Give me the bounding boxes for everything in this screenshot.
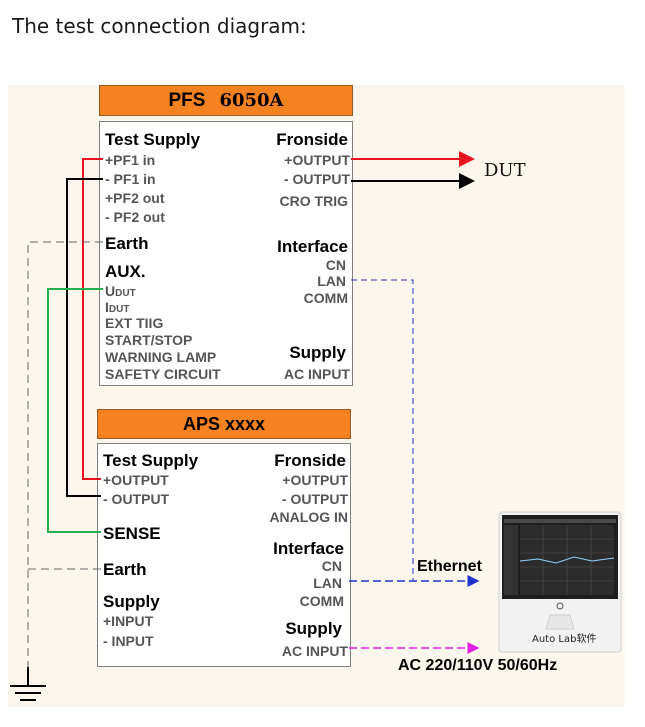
- aps-test-supply-title: Test Supply: [103, 451, 199, 470]
- aps-analog-in: ANALOG IN: [269, 509, 348, 525]
- pfs-output-minus: - OUTPUT: [283, 171, 350, 187]
- pfs-warning-lamp-label: WARNING LAMP: [105, 349, 217, 365]
- pfs-safety-circuit-label: SAFETY CIRCUIT: [105, 366, 221, 382]
- pfs-aux-label: AUX.: [105, 262, 146, 281]
- pfs-panel: Test Supply +PF1 in - PF1 in +PF2 out - …: [99, 121, 353, 386]
- pfs-cn-port: CN: [325, 257, 346, 273]
- pc-monitor: Auto Lab软件: [498, 511, 622, 653]
- pfs-ext-trig-label: EXT TIIG: [105, 315, 164, 331]
- ac-power-label: AC 220/110V 50/60Hz: [398, 657, 558, 674]
- ethernet-label: Ethernet: [417, 558, 482, 575]
- page-heading: The test connection diagram:: [12, 14, 307, 38]
- aps-earth-label: Earth: [103, 560, 147, 579]
- aps-input-plus: +INPUT: [103, 613, 154, 629]
- pfs-pf2-out-plus: +PF2 out: [105, 190, 165, 206]
- pfs-cro-trig: CRO TRIG: [279, 193, 348, 209]
- pfs-udut-label: UDUT: [105, 283, 136, 299]
- pfs-output-plus: +OUTPUT: [284, 152, 350, 168]
- pfs-earth-label: Earth: [105, 234, 149, 253]
- aps-output-plus: +OUTPUT: [103, 472, 169, 488]
- pfs-title-model: 6050A: [219, 90, 284, 111]
- ground-symbol: [10, 667, 46, 701]
- aps-ac-input: AC INPUT: [281, 643, 348, 659]
- wire-lan-pfs: [351, 279, 414, 581]
- aps-cn-port: CN: [321, 558, 342, 574]
- pfs-title-bar: PFS 6050A: [99, 85, 353, 116]
- pfs-ac-input: AC INPUT: [283, 366, 350, 382]
- aps-r-output-plus: +OUTPUT: [282, 472, 348, 488]
- wire-black-aps-minus-to-pf1-minus: [66, 178, 103, 497]
- pfs-title-name: PFS: [168, 89, 206, 111]
- pfs-interface-title: Interface: [277, 237, 348, 256]
- dut-label: DUT: [484, 160, 526, 181]
- aps-supply-title: Supply: [103, 592, 160, 611]
- pfs-idut-label: IDUT: [105, 299, 130, 315]
- aps-title: APS xxxx: [182, 413, 266, 434]
- aps-r-output-minus: - OUTPUT: [281, 491, 348, 507]
- monitor-icon: [498, 511, 622, 653]
- aps-interface-title: Interface: [273, 539, 344, 558]
- aps-fronside-title: Fronside: [274, 451, 346, 470]
- aps-sense-label: SENSE: [103, 524, 161, 543]
- pfs-fronside-title: Fronside: [276, 130, 348, 149]
- aps-comm-port: COMM: [299, 593, 344, 609]
- aps-title-bar: APS xxxx: [97, 409, 351, 439]
- pfs-pf1-in-plus: +PF1 in: [105, 152, 156, 168]
- wire-red-aps-plus-to-pf1-plus: [82, 158, 103, 480]
- pfs-test-supply-title: Test Supply: [105, 130, 201, 149]
- aps-output-minus: - OUTPUT: [103, 491, 170, 507]
- wire-earth-pfs: [27, 241, 103, 667]
- pfs-pf1-in-minus: - PF1 in: [105, 171, 156, 187]
- pfs-supply-title: Supply: [289, 343, 346, 362]
- aps-panel: Test Supply +OUTPUT - OUTPUT SENSE Earth…: [97, 443, 351, 667]
- wire-green-sense: [47, 288, 103, 533]
- aps-supply-right-title: Supply: [285, 619, 342, 638]
- pfs-comm-port: COMM: [303, 290, 348, 306]
- aps-lan-port: LAN: [313, 575, 342, 591]
- pfs-lan-port: LAN: [317, 273, 346, 289]
- pfs-start-stop-label: START/STOP: [105, 332, 193, 348]
- pfs-pf2-out-minus: - PF2 out: [105, 209, 165, 225]
- aps-input-minus: - INPUT: [103, 633, 154, 649]
- monitor-caption: Auto Lab软件: [532, 634, 597, 645]
